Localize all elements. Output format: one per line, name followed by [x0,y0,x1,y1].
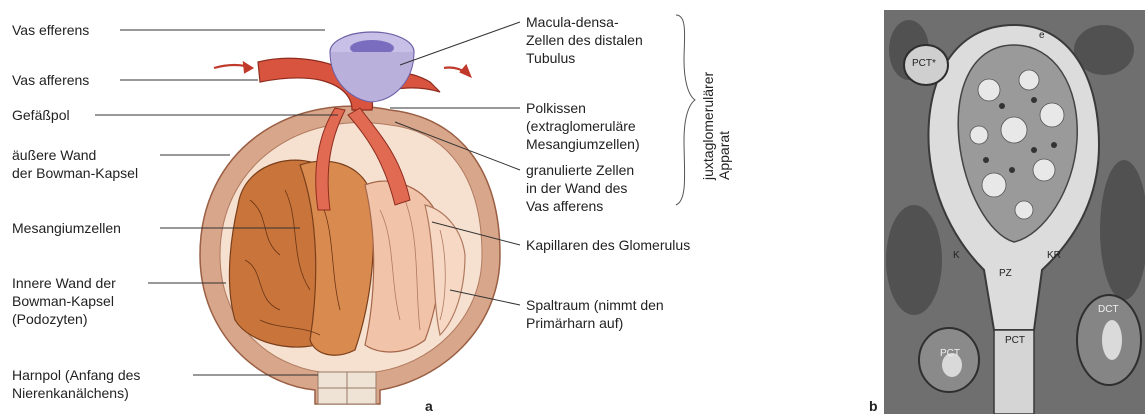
micro-label-pct-mid: PCT [1005,335,1025,346]
micro-label-e: e [1039,30,1045,41]
label-juxtaglomerulaerer-apparat: juxtaglomerulärer Apparat [700,72,732,180]
micro-label-kr: KR [1047,250,1061,261]
micro-label-dct: DCT [1098,304,1119,315]
panel-letter-a: a [425,398,433,414]
macula-densa [330,32,414,102]
micro-label-k: K [953,250,960,261]
label-harnpol: Harnpol (Anfang des Nierenkanälchens) [12,366,140,402]
label-vas-afferens: Vas afferens [12,71,89,89]
label-polkissen: Polkissen (extraglomeruläre Mesangiumzel… [526,99,640,153]
label-kapillaren: Kapillaren des Glomerulus [526,236,690,254]
jga-bracket [676,15,695,205]
micro-label-pct-star: PCT* [912,58,936,69]
micrograph-panel [884,10,1145,414]
micro-label-pct-left: PCT [940,348,960,359]
label-spaltraum: Spaltraum (nimmt den Primärharn auf) [526,296,664,332]
label-macula-densa: Macula-densa- Zellen des distalen Tubulu… [526,13,643,67]
label-aussere-wand: äußere Wand der Bowman-Kapsel [12,146,138,182]
label-vas-efferens: Vas efferens [12,21,89,39]
label-mesangiumzellen: Mesangiumzellen [12,219,121,237]
label-gefasspol: Gefäßpol [12,106,70,124]
label-innere-wand: Innere Wand der Bowman-Kapsel (Podozyten… [12,274,116,328]
panel-letter-b: b [869,398,878,414]
label-granulierte-zellen: granulierte Zellen in der Wand des Vas a… [526,161,634,215]
urinary-pole-tubule [318,372,376,404]
micro-label-pz: PZ [999,268,1012,279]
